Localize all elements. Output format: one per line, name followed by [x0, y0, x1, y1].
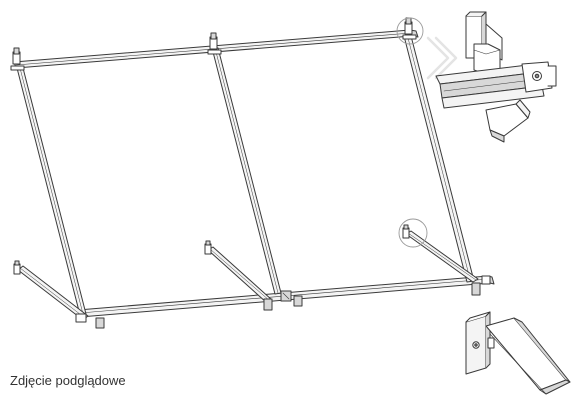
rail-joint: [280, 290, 292, 302]
top-clamp-left: [10, 47, 25, 71]
rear-strut-left: [17, 265, 89, 321]
front-leg-left: [16, 67, 87, 316]
rear-bracket-left: [13, 260, 21, 275]
detail-top-clamp: [435, 11, 557, 143]
base-foot-left: [75, 313, 105, 329]
rear-bracket-middle: [204, 240, 212, 255]
callout-circle-top: [396, 17, 424, 45]
rear-strut-middle: [207, 246, 273, 304]
caption-preview-photo: Zdjęcie podglądowe: [10, 373, 126, 388]
top-clamp-middle: [207, 32, 222, 55]
logo-watermark: [426, 36, 458, 80]
top-clamp-right: [402, 17, 417, 40]
rear-bracket-right: [402, 224, 410, 239]
base-foot-middle: [263, 295, 303, 311]
detail-rear-bracket: [465, 311, 571, 395]
base-foot-right: [471, 275, 491, 296]
callout-circle-rear: [398, 218, 428, 248]
